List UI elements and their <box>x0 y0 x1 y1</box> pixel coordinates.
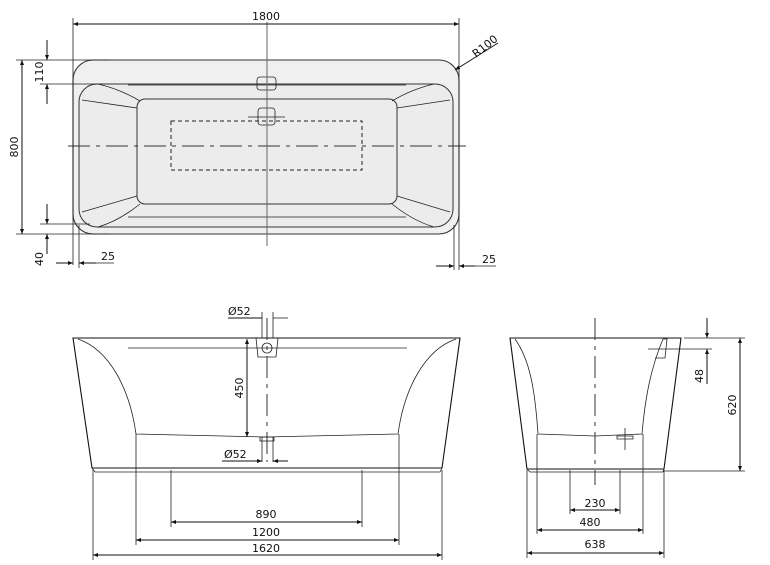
dim-outer-638: 638 <box>585 538 606 551</box>
dim-base-480: 480 <box>580 516 601 529</box>
dim-height-620: 620 <box>726 395 739 416</box>
dim-length-1800: 1800 <box>252 10 280 23</box>
dim-overflow-drop-48: 48 <box>693 369 706 383</box>
dim-support-890: 890 <box>256 508 277 521</box>
dim-right-offset-25: 25 <box>482 253 496 266</box>
dim-corner-radius: R100 <box>470 32 501 60</box>
front-view: Ø52 Ø52 450 890 1200 1620 <box>72 305 461 560</box>
top-view: 1800 R100 800 110 40 25 25 <box>8 10 500 270</box>
dim-overflow-drain-450: 450 <box>233 378 246 399</box>
dim-overflow-diameter: Ø52 <box>228 305 251 318</box>
dim-left-offset-25: 25 <box>101 250 115 263</box>
dim-support-230: 230 <box>585 497 606 510</box>
dim-base-1200: 1200 <box>252 526 280 539</box>
dim-outer-1620: 1620 <box>252 542 280 555</box>
dim-rim-110: 110 <box>33 62 46 83</box>
dim-drain-diameter: Ø52 <box>224 448 247 461</box>
dim-offset-40: 40 <box>33 252 46 266</box>
dim-width-800: 800 <box>8 137 21 158</box>
side-view: 48 620 230 480 638 <box>509 318 745 558</box>
